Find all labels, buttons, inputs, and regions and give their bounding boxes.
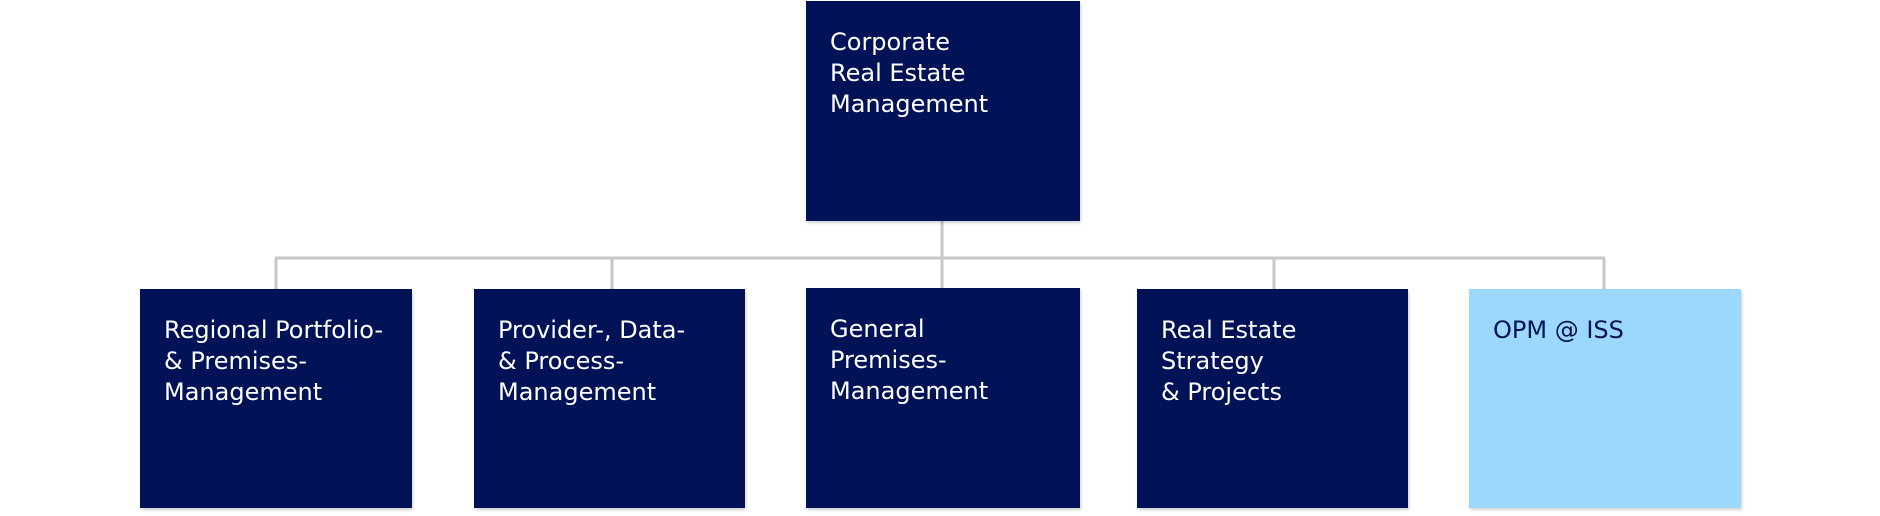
org-node-provider-data-process-management: Provider-, Data- & Process- Management (474, 289, 745, 508)
org-node-label: Real Estate Strategy & Projects (1161, 316, 1297, 406)
org-node-real-estate-strategy-projects: Real Estate Strategy & Projects (1137, 289, 1408, 508)
org-node-regional-portfolio-premises-management: Regional Portfolio- & Premises- Manageme… (140, 289, 412, 508)
org-node-corporate-real-estate-management: Corporate Real Estate Management (806, 1, 1080, 221)
org-node-label: Provider-, Data- & Process- Management (498, 316, 686, 406)
org-node-label: General Premises- Management (830, 315, 989, 405)
org-node-opm-iss: OPM @ ISS (1469, 289, 1741, 508)
org-node-label: OPM @ ISS (1493, 316, 1624, 344)
org-node-label: Regional Portfolio- & Premises- Manageme… (164, 316, 383, 406)
org-node-general-premises-management: General Premises- Management (806, 288, 1080, 508)
org-node-label: Corporate Real Estate Management (830, 28, 989, 118)
